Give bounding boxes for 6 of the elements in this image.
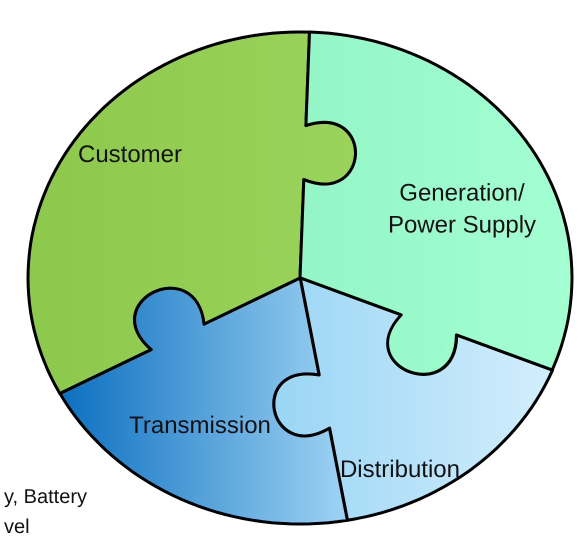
piece-label: Transmission [128, 410, 272, 441]
piece-label: Distribution [338, 454, 461, 485]
note-text: y, Battery [4, 486, 87, 509]
piece-label: Generation/ Power Supply [386, 178, 538, 241]
note-text: vel [4, 516, 30, 539]
piece-label: Customer [76, 140, 184, 170]
